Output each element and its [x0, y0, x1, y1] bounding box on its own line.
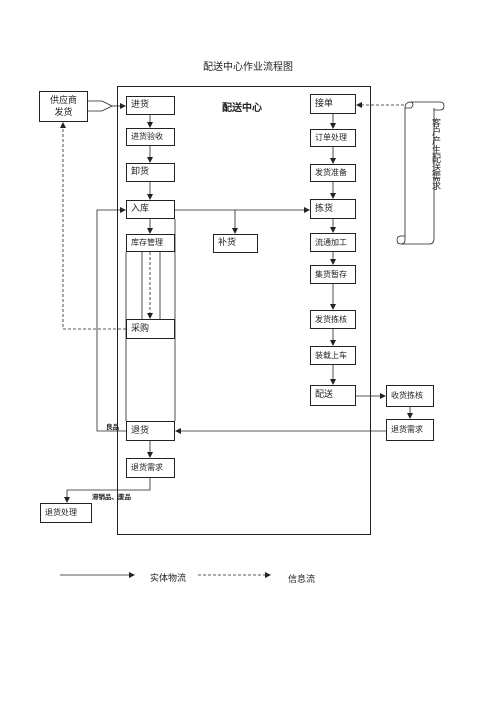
legend-info-label: 信息流	[288, 575, 316, 585]
box-order[interactable]: 接单	[310, 94, 356, 114]
legend-physical-label: 实体物流	[150, 574, 187, 584]
customer-demand-scroll-text: 客户产生配送需求	[430, 118, 440, 190]
box-unload[interactable]: 卸货	[126, 163, 175, 182]
box-ship-check[interactable]: 发货拣核	[310, 310, 356, 329]
box-load[interactable]: 装载上车	[310, 346, 356, 365]
box-purchase[interactable]: 采购	[126, 319, 175, 339]
box-stage[interactable]: 集货暂存	[310, 265, 356, 284]
customer-scroll-shape	[396, 101, 445, 245]
box-receive[interactable]: 进货	[126, 96, 175, 115]
box-receipt-check[interactable]: 收货拣核	[386, 385, 434, 407]
box-ship-prep[interactable]: 发货准备	[310, 164, 356, 182]
box-process[interactable]: 流通加工	[310, 233, 356, 252]
defect-product-label: 滞销品、废品	[92, 493, 131, 501]
diagram-title: 配送中心作业流程图	[203, 62, 293, 73]
supplier-double-arrow	[88, 100, 113, 112]
box-return-demand[interactable]: 退货需求	[126, 458, 175, 478]
supplier-line1: 供应商	[49, 95, 77, 106]
supplier-line2: 发货	[54, 107, 73, 118]
box-inspect[interactable]: 进货验收	[126, 128, 175, 146]
supplier-box[interactable]: 供应商 发货	[39, 91, 88, 122]
box-return-process[interactable]: 退货处理	[40, 503, 92, 523]
box-customer-return-demand[interactable]: 退货需求	[386, 419, 434, 441]
distribution-center-frame	[117, 86, 371, 535]
box-order-process[interactable]: 订单处理	[310, 129, 356, 147]
box-pick[interactable]: 拣货	[310, 199, 356, 219]
box-inventory[interactable]: 库存管理	[126, 234, 175, 252]
box-replenish[interactable]: 补货	[213, 234, 258, 253]
box-store[interactable]: 入库	[126, 200, 175, 219]
box-return[interactable]: 退货	[126, 421, 175, 441]
good-product-label: 良品	[106, 423, 119, 431]
distribution-center-label: 配送中心	[222, 103, 262, 114]
box-deliver[interactable]: 配送	[310, 385, 356, 406]
